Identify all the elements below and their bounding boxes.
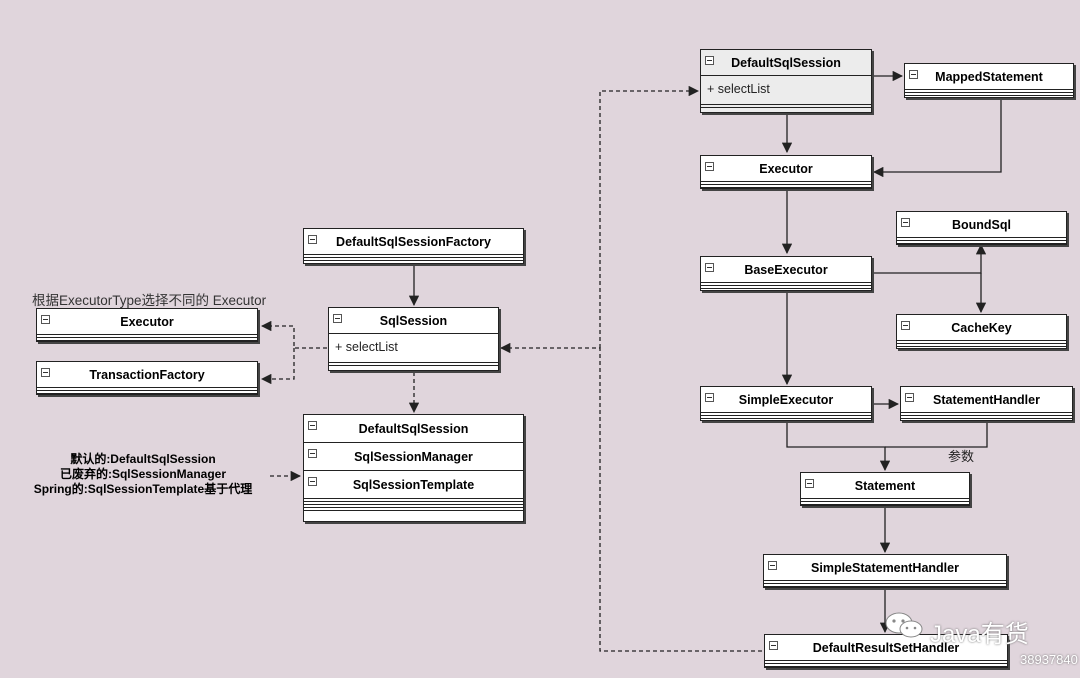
edge-sqlsession-to-executor bbox=[260, 320, 327, 349]
class-name: SimpleExecutor bbox=[738, 392, 834, 407]
collapse-toggle-icon[interactable] bbox=[901, 218, 910, 227]
param-label: 参数 bbox=[948, 449, 975, 464]
collapse-toggle-icon[interactable] bbox=[308, 477, 317, 486]
collapse-toggle-icon[interactable] bbox=[705, 263, 714, 272]
edge-handler-to-statement bbox=[885, 421, 988, 448]
mapped-statement-box[interactable]: MappedStatement bbox=[904, 63, 1074, 98]
sql-session-implementations-box[interactable]: DefaultSqlSession SqlSessionManager SqlS… bbox=[303, 414, 524, 522]
class-name: DefaultResultSetHandler bbox=[812, 640, 960, 655]
edge-to-default-sql-session bbox=[599, 85, 700, 348]
class-name: SqlSession bbox=[379, 313, 448, 328]
executor-left-box[interactable]: Executor bbox=[36, 308, 258, 342]
transaction-factory-box[interactable]: TransactionFactory bbox=[36, 361, 258, 395]
wechat-logo-icon bbox=[884, 610, 924, 640]
default-sql-session-factory-box[interactable]: DefaultSqlSessionFactory bbox=[303, 228, 524, 264]
executor-right-box[interactable]: Executor bbox=[700, 155, 872, 189]
method-select-list: + selectList bbox=[701, 76, 871, 105]
executor-type-note: 根据ExecutorType选择不同的 Executor bbox=[32, 293, 267, 308]
edge-mapped-to-executor bbox=[872, 98, 1002, 178]
impl-default: DefaultSqlSession bbox=[358, 421, 469, 436]
class-name: TransactionFactory bbox=[89, 367, 205, 382]
edge-sqlsession-to-transactionfactory bbox=[260, 348, 295, 385]
note-line-deprecated: 已废弃的:SqlSessionManager bbox=[59, 467, 227, 481]
collapse-toggle-icon[interactable] bbox=[705, 56, 714, 65]
watermark-url: 38937840 bbox=[1020, 652, 1078, 667]
sql-session-box[interactable]: SqlSession + selectList bbox=[328, 307, 499, 371]
collapse-toggle-icon[interactable] bbox=[768, 561, 777, 570]
collapse-toggle-icon[interactable] bbox=[905, 393, 914, 402]
class-name: Executor bbox=[120, 314, 174, 329]
default-sql-session-box[interactable]: DefaultSqlSession + selectList bbox=[700, 49, 872, 113]
class-name: Statement bbox=[854, 478, 916, 493]
class-name: DefaultSqlSession bbox=[731, 55, 841, 70]
bound-sql-box[interactable]: BoundSql bbox=[896, 211, 1067, 245]
class-name: CacheKey bbox=[951, 320, 1012, 335]
class-name: Executor bbox=[759, 161, 813, 176]
collapse-toggle-icon[interactable] bbox=[769, 641, 778, 650]
base-executor-box[interactable]: BaseExecutor bbox=[700, 256, 872, 291]
collapse-toggle-icon[interactable] bbox=[705, 162, 714, 171]
collapse-toggle-icon[interactable] bbox=[308, 421, 317, 430]
collapse-toggle-icon[interactable] bbox=[705, 393, 714, 402]
collapse-toggle-icon[interactable] bbox=[308, 235, 317, 244]
statement-box[interactable]: Statement bbox=[800, 472, 970, 506]
class-name: BaseExecutor bbox=[744, 262, 828, 277]
collapse-toggle-icon[interactable] bbox=[901, 321, 910, 330]
collapse-toggle-icon[interactable] bbox=[333, 314, 342, 323]
sql-session-impl-note: 默认的:DefaultSqlSession 已废弃的:SqlSessionMan… bbox=[28, 452, 258, 497]
impl-manager: SqlSessionManager bbox=[354, 449, 473, 464]
simple-statement-handler-box[interactable]: SimpleStatementHandler bbox=[763, 554, 1007, 588]
note-line-spring: Spring的:SqlSessionTemplate基于代理 bbox=[33, 482, 253, 496]
class-name: BoundSql bbox=[951, 217, 1011, 232]
collapse-toggle-icon[interactable] bbox=[308, 449, 317, 458]
watermark-brand: Java有货 bbox=[930, 621, 1029, 648]
class-name: SimpleStatementHandler bbox=[811, 560, 959, 575]
collapse-toggle-icon[interactable] bbox=[41, 315, 50, 324]
collapse-toggle-icon[interactable] bbox=[909, 70, 918, 79]
collapse-toggle-icon[interactable] bbox=[41, 368, 50, 377]
statement-handler-box[interactable]: StatementHandler bbox=[900, 386, 1073, 421]
edge-simple-to-statement bbox=[786, 421, 891, 472]
impl-template: SqlSessionTemplate bbox=[352, 477, 475, 492]
note-line-default: 默认的:DefaultSqlSession bbox=[70, 452, 216, 466]
class-name: DefaultSqlSessionFactory bbox=[336, 234, 491, 249]
collapse-toggle-icon[interactable] bbox=[805, 479, 814, 488]
edge-resultset-to-sqlsession bbox=[499, 342, 762, 652]
default-result-set-handler-box[interactable]: DefaultResultSetHandler bbox=[764, 634, 1008, 668]
simple-executor-box[interactable]: SimpleExecutor bbox=[700, 386, 872, 421]
method-select-list: + selectList bbox=[329, 334, 498, 363]
edge-base-to-boundsql bbox=[872, 243, 987, 274]
cache-key-box[interactable]: CacheKey bbox=[896, 314, 1067, 349]
class-name: MappedStatement bbox=[935, 69, 1043, 84]
class-name: StatementHandler bbox=[933, 392, 1040, 407]
